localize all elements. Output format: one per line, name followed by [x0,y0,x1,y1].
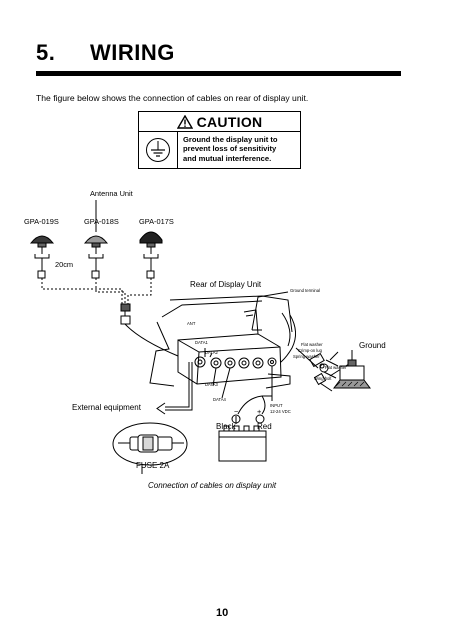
hardware-label-wing-bolt: Wing bolt [314,376,332,381]
hardware-label-flat-washer: Flat washer [301,342,323,347]
section-title: WIRING [90,40,175,65]
cable-length-label: 20cm [55,260,74,269]
antenna-label-gpa017s: GPA-017S [139,217,174,226]
ground-plate-hatch [335,381,365,387]
caution-line-1: Ground the display unit to [183,135,278,144]
fuse-label: FUSE 2A [136,461,170,470]
intro-paragraph: The figure below shows the connection of… [36,93,309,103]
hardware-label-spring-washer: Spring washer [293,354,320,359]
ground-terminal-label: Ground terminal [290,288,321,293]
red-wire-label: Red [257,422,272,431]
input-voltage-label: 12-24 VDC [270,409,291,414]
rear-display-label: Rear of Display Unit [190,280,262,289]
warning-triangle-icon [176,114,193,129]
connector-label-data4: DATA4 [213,397,226,402]
antenna-label-gpa019s: GPA-019S [24,217,59,226]
antenna-unit-label: Antenna Unit [90,189,133,198]
input-label: INPUT [270,403,283,408]
display-unit [149,295,296,389]
caution-message: Ground the display unit to prevent loss … [178,132,300,168]
ground-symbol-icon [146,138,170,162]
caution-body: Ground the display unit to prevent loss … [139,132,300,168]
caution-line-2: prevent loss of sensitivity [183,144,277,154]
caution-icon-cell [139,132,178,168]
caution-line-3: and mutual interference. [183,153,272,163]
connector-label-ant: ANT [187,321,196,326]
page-number: 10 [216,607,229,619]
antenna-label-gpa018s: GPA-018S [84,217,119,226]
antenna-gpa018s [83,224,109,279]
antenna-cables [41,278,152,304]
external-equipment-label: External equipment [72,403,141,412]
caution-header: CAUTION [139,112,300,132]
figure-caption: Connection of cables on display unit [148,481,277,490]
section-heading: 5. WIRING [36,40,175,66]
connector-row [194,356,277,369]
battery-minus-sign: − [234,407,239,416]
antenna-gpa017s [139,231,163,279]
ground-label: Ground [359,341,386,350]
battery-plus-sign: + [257,407,262,416]
heading-rule [36,71,401,76]
section-number: 5. [36,40,56,65]
black-wire-label: Black [216,422,236,431]
hardware-label-flat-washer-2: Flat washer [325,365,347,370]
battery [218,414,267,462]
connector-label-data1: DATA1 [195,340,208,345]
connector-label-data2: DATA2 [205,350,218,355]
caution-title: CAUTION [196,113,263,130]
ground-hardware [295,347,371,392]
hardware-label-crimp-lug: Crimp-on lug [298,348,322,353]
caution-box: CAUTION Ground the display unit to preve… [138,111,301,169]
connector-label-data3: DATA3 [205,382,218,387]
antenna-gpa019s [29,235,55,279]
